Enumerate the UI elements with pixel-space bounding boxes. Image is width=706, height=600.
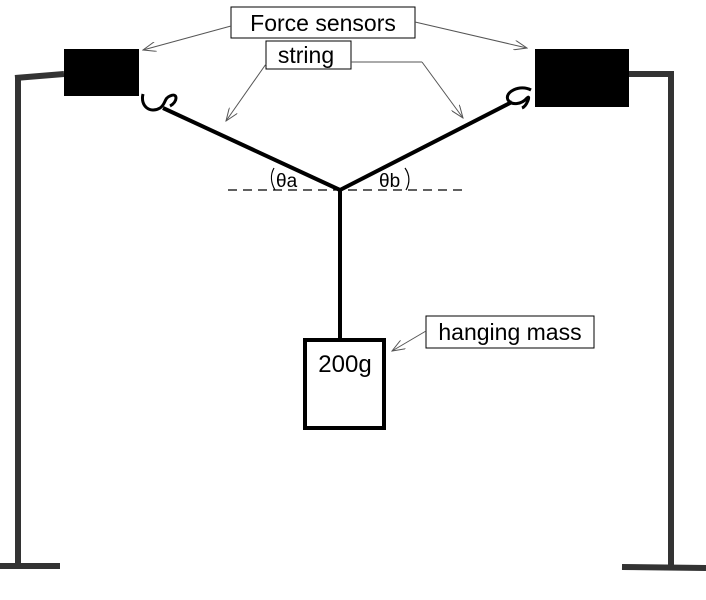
angle-a-label: θa bbox=[276, 171, 298, 192]
string-label-box bbox=[265, 40, 352, 70]
angle-a-arc bbox=[270, 167, 276, 191]
hanging-mass-box bbox=[303, 338, 386, 430]
mass-value-label: 200g bbox=[318, 351, 371, 378]
right-hook bbox=[505, 86, 532, 110]
force-sensors-label: Force sensors bbox=[250, 10, 396, 36]
left-string bbox=[162, 106, 341, 192]
angle-b-arc bbox=[404, 167, 410, 191]
force-sensors-arrow-left bbox=[143, 25, 232, 50]
hanging-mass-arrow bbox=[392, 330, 427, 351]
string-arrow-right-tip bbox=[421, 61, 463, 118]
hanging-mass-label-box bbox=[425, 315, 595, 349]
right-string bbox=[339, 100, 513, 192]
string-arrow-left bbox=[226, 63, 267, 121]
left-force-sensor bbox=[64, 49, 139, 96]
left-hook bbox=[140, 93, 178, 112]
force-sensors-label-box bbox=[230, 6, 416, 39]
right-force-sensor bbox=[535, 49, 629, 107]
string-label: string bbox=[278, 42, 334, 68]
hanging-mass-label: hanging mass bbox=[438, 319, 581, 345]
angle-b-label: θb bbox=[379, 171, 400, 192]
force-sensors-arrow-right bbox=[414, 21, 527, 48]
left-stand bbox=[0, 71, 65, 569]
right-stand bbox=[621, 71, 706, 571]
